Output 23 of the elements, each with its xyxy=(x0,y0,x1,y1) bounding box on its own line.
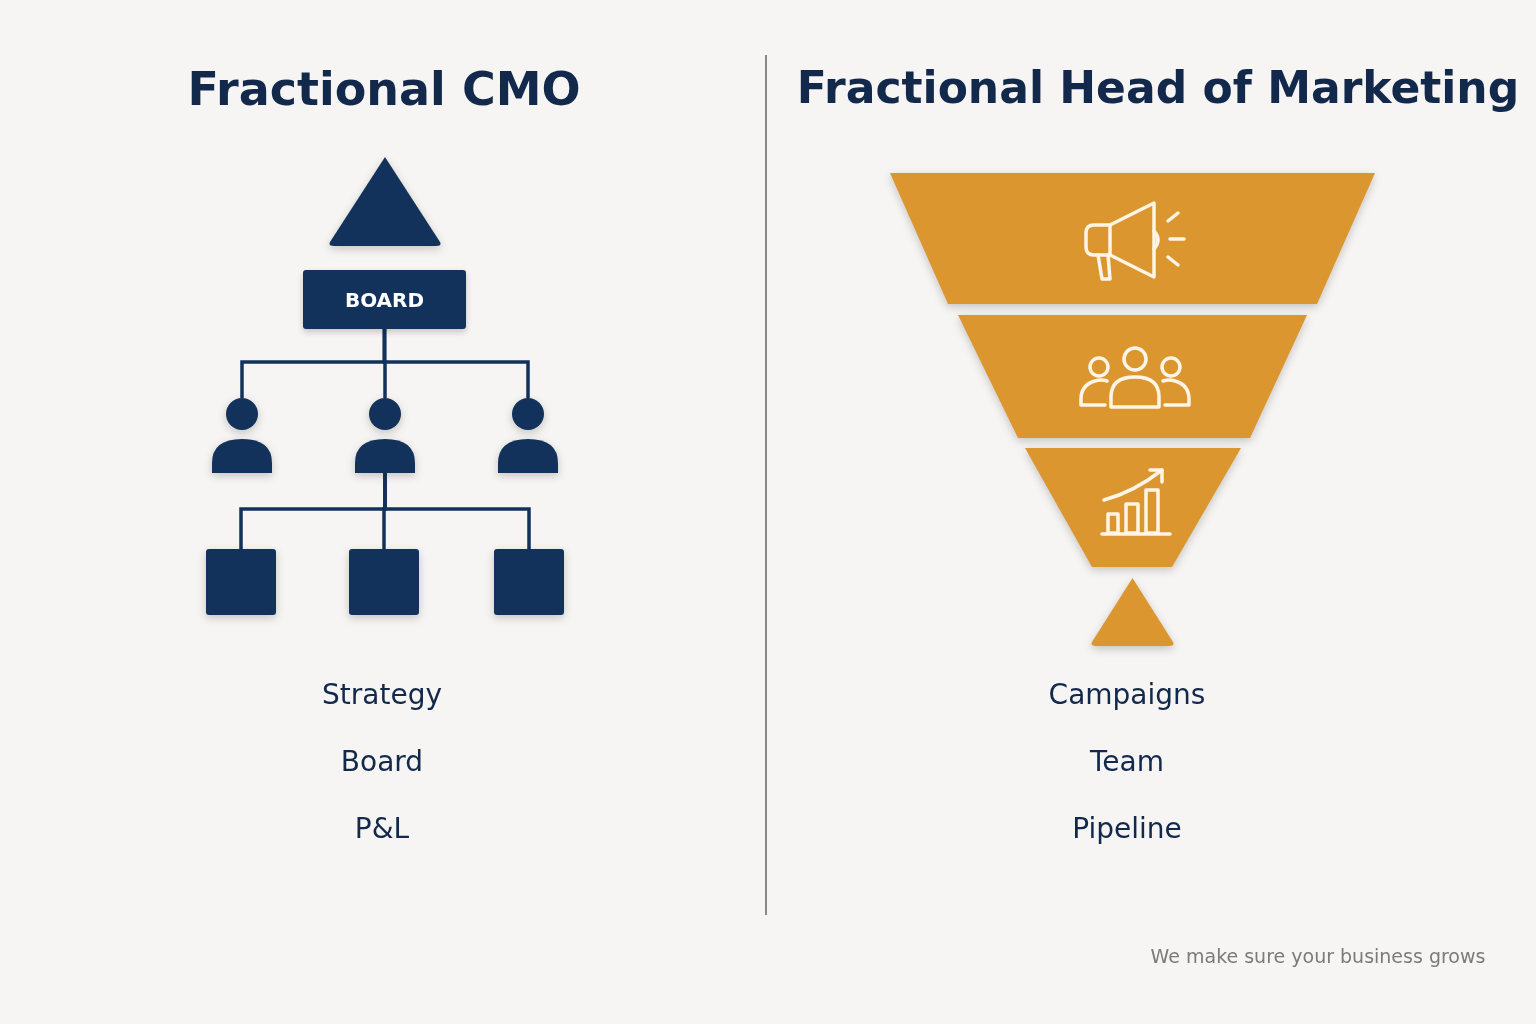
funnel-band xyxy=(958,315,1307,438)
funnel-band xyxy=(890,173,1375,304)
funnel-band xyxy=(1025,448,1241,567)
item-text: Board xyxy=(340,745,424,778)
square-shape xyxy=(349,549,419,615)
section-heading: Fractional CMO xyxy=(187,62,581,116)
item-text: Strategy xyxy=(322,678,442,711)
person-icon xyxy=(212,398,272,473)
item-text: Pipeline xyxy=(1072,812,1182,845)
square-shape xyxy=(206,549,276,615)
person-icon xyxy=(355,398,415,473)
item-text: Team xyxy=(1090,745,1164,778)
funnel-tip xyxy=(1090,576,1175,646)
tagline: We make sure your business grows xyxy=(1150,945,1486,967)
board-box: BOARD xyxy=(303,270,466,329)
triangle-shape xyxy=(328,155,442,246)
person-icon xyxy=(498,398,558,473)
item-text: P&L xyxy=(354,812,410,845)
section-heading: Fractional Head of Marketing xyxy=(796,62,1520,113)
connector-line xyxy=(382,329,530,398)
item-text: Campaigns xyxy=(1048,678,1206,711)
connector-line xyxy=(383,473,531,549)
square-shape xyxy=(494,549,564,615)
